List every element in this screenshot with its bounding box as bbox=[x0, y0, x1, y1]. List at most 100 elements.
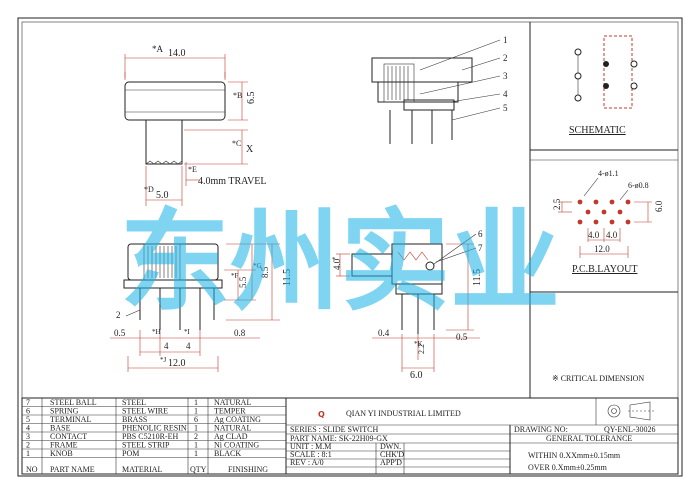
pcb-pitch-1: 4.0 bbox=[588, 230, 600, 240]
outer-border bbox=[17, 17, 683, 477]
top-view: *A 14.0 *B 6.5 *C X *E 4.0mm TRAVEL *D 5… bbox=[124, 44, 267, 206]
dim-k-label: *K bbox=[414, 340, 423, 348]
tolerance-2: OVER 0.Xmm±0.25mm bbox=[528, 463, 608, 472]
callout-4: 4 bbox=[503, 89, 508, 99]
bom-cell-finishing: Ni COATING bbox=[214, 441, 259, 450]
callout-2: 2 bbox=[503, 53, 508, 63]
rev-label: REV : A/0 bbox=[290, 458, 324, 467]
dim-d-label: *D bbox=[144, 185, 154, 194]
bom-cell-part: SPRING bbox=[50, 407, 79, 416]
bom-cell-part: STEEL BALL bbox=[50, 398, 97, 407]
dim-b-label: *B bbox=[233, 91, 242, 100]
front-height-value: 11.5 bbox=[282, 269, 293, 286]
bom-cell-qty: 1 bbox=[194, 424, 198, 433]
bom-cell-part: BASE bbox=[50, 424, 71, 433]
dim-k-value: 2.2 bbox=[417, 344, 426, 354]
pitch-b: 4 bbox=[186, 341, 191, 351]
dim-a-value: 14.0 bbox=[168, 48, 186, 59]
bom-cell-finishing: NATURAL bbox=[214, 424, 251, 433]
drawing-no-label: DRAWING NO: bbox=[514, 425, 568, 434]
bom-cell-no: 6 bbox=[26, 407, 30, 416]
pcb-title: P.C.B.LAYOUT bbox=[572, 264, 637, 275]
dim-h-label: *H bbox=[152, 328, 161, 336]
bom-cell-qty: 1 bbox=[194, 441, 198, 450]
dim-e-label: *E bbox=[188, 165, 197, 174]
callout-1: 1 bbox=[503, 35, 508, 45]
end-height-value: 11.5 bbox=[472, 269, 483, 286]
bom-cell-qty: 6 bbox=[194, 415, 198, 424]
company-name: QIAN YI INDUSTRIAL LIMITED bbox=[346, 409, 461, 418]
bom-cell-part: TERMINAL bbox=[50, 415, 91, 424]
pcb-hole-label-2: 6-ø0.8 bbox=[628, 181, 649, 190]
bom-cell-part: KNOB bbox=[50, 449, 73, 458]
bom-cell-material: PHENOLIC RESIN bbox=[122, 424, 187, 433]
drawing-no-value: QY-ENL-30026 bbox=[604, 425, 656, 434]
dim-f-label: *F bbox=[231, 272, 239, 280]
bom-cell-no: 2 bbox=[26, 441, 30, 450]
bom-header-qty: QTY bbox=[190, 465, 207, 474]
schematic-title: SCHEMATIC bbox=[569, 125, 626, 136]
dim-a-label: *A bbox=[152, 44, 164, 54]
callout-3: 3 bbox=[503, 71, 508, 81]
tolerance-title: GENERAL TOLERANCE bbox=[546, 434, 632, 443]
pcb-left-value: 2.5 bbox=[552, 198, 562, 210]
bom-cell-finishing: Ag COATING bbox=[214, 415, 261, 424]
dim-c-label: *C bbox=[232, 139, 241, 148]
bom-cell-material: STEEL bbox=[122, 398, 146, 407]
pin-width: 0.8 bbox=[234, 328, 246, 338]
watermark: 东州实业 bbox=[120, 198, 560, 326]
dim-b-value: 6.5 bbox=[246, 92, 257, 105]
dim-i-label: *I bbox=[184, 328, 191, 336]
unit-label: UNIT : M.M bbox=[290, 442, 331, 451]
bom-cell-qty: 2 bbox=[194, 432, 198, 441]
pcb-width-value: 12.0 bbox=[594, 244, 610, 254]
pitch-a: 4 bbox=[164, 341, 169, 351]
projection-symbol-icon bbox=[607, 401, 654, 421]
knob-height-label: * bbox=[332, 256, 336, 264]
dim-j-label: *J bbox=[160, 356, 167, 364]
bom-cell-qty: 1 bbox=[194, 449, 198, 458]
bom-header-part: PART NAME bbox=[50, 465, 95, 474]
end-width-value: 6.0 bbox=[410, 370, 423, 381]
end-left-value: 0.4 bbox=[378, 328, 390, 338]
pcb-right-value: 6.0 bbox=[654, 200, 664, 212]
bom-cell-no: 4 bbox=[26, 424, 30, 433]
travel-label: 4.0mm TRAVEL bbox=[198, 176, 267, 187]
dim-c-value: X bbox=[246, 144, 254, 155]
scale-label: SCALE : 8:1 bbox=[290, 450, 332, 459]
bom-header-no: NO bbox=[26, 465, 38, 474]
callout-5: 5 bbox=[503, 103, 508, 113]
company-logo-icon: Q bbox=[318, 410, 325, 419]
bom-cell-no: 3 bbox=[26, 432, 30, 441]
tolerance-1: WITHIN 0.XXmm±0.15mm bbox=[528, 451, 621, 460]
pcb-layout: 4-ø1.1 6-ø0.8 2.5 6.0 4.0 4.0 bbox=[552, 169, 664, 275]
critical-note: ※ CRITICAL DIMENSION bbox=[552, 374, 644, 383]
dim-g-label: *G bbox=[253, 262, 262, 270]
bom-cell-finishing: Ag CLAD bbox=[214, 432, 248, 441]
overall-width: 12.0 bbox=[168, 358, 186, 369]
bom-cell-qty: 1 bbox=[194, 398, 198, 407]
part-name-label: PART NAME: SK-22H09-GX bbox=[290, 434, 388, 443]
pcb-hole-grid bbox=[577, 199, 631, 225]
front-left-offset: 0.5 bbox=[114, 328, 126, 338]
bom-cell-part: FRAME bbox=[50, 441, 78, 450]
appd-label: APP'D bbox=[380, 458, 402, 467]
bom-cell-material: POM bbox=[122, 449, 139, 458]
schematic: SCHEMATIC bbox=[569, 35, 638, 136]
bom-header-finishing: FINISHING bbox=[228, 465, 268, 474]
chkd-label: CHK'D bbox=[380, 450, 404, 459]
end-right-value: 0.5 bbox=[456, 332, 468, 342]
bom-cell-no: 7 bbox=[26, 398, 30, 407]
bom-cell-material: PBS C5210R-EH bbox=[122, 432, 178, 441]
side-view: 1 2 3 4 5 bbox=[371, 35, 508, 144]
bom-cell-finishing: TEMPER bbox=[214, 407, 246, 416]
dim-g-value: 8.5 bbox=[260, 266, 270, 278]
dwn-label: DWN. bbox=[380, 442, 401, 451]
bom-cell-no: 5 bbox=[26, 415, 30, 424]
callout-7: 7 bbox=[478, 243, 483, 253]
callout-6: 6 bbox=[478, 229, 483, 239]
